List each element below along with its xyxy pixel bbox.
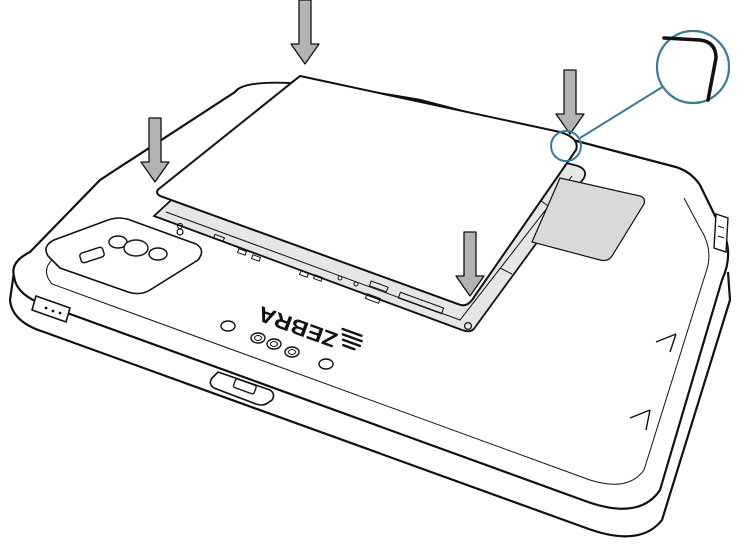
down-arrow (555, 69, 585, 135)
compartment-slot (312, 274, 324, 282)
dock-contact (284, 346, 300, 358)
pogo-connector (31, 294, 71, 324)
tablet-rim-line (46, 197, 710, 485)
compartment-slot (368, 280, 389, 293)
back-window (531, 177, 646, 262)
camera-module (45, 217, 203, 295)
camera-flash (79, 246, 105, 264)
compartment-screw (464, 322, 473, 331)
camera-lens-3 (148, 247, 168, 261)
compartment-slot (397, 291, 445, 315)
side-notch-upper (655, 333, 677, 353)
dock-contact (288, 349, 296, 355)
down-arrow (140, 117, 170, 183)
compartment-floor-line (165, 175, 573, 321)
dock-contacts (220, 320, 334, 370)
compartment-screw (353, 281, 359, 287)
compartment-slot (212, 233, 226, 243)
connector-ridges (717, 225, 725, 239)
compartment-screw (176, 222, 184, 230)
camera-sensor (176, 228, 184, 236)
dock-contact (266, 338, 282, 350)
callout-leader-line (579, 85, 665, 139)
compartment-slot (298, 270, 310, 278)
dock-contact (270, 341, 278, 347)
zebra-head-logo-icon (341, 327, 363, 351)
dock-contact (250, 332, 266, 344)
side-notch-lower (629, 409, 651, 431)
down-arrow (290, 0, 320, 65)
compartment-slot (236, 248, 248, 256)
dock-contact (220, 320, 236, 332)
dock-contact (254, 335, 262, 341)
side-connector (713, 213, 729, 253)
magnified-cover-corner (662, 36, 718, 102)
press-arrows (140, 0, 585, 297)
dock-contact (318, 358, 334, 370)
callout-source-circle (550, 130, 582, 162)
detail-callout (550, 29, 731, 162)
compartment-slot (250, 254, 262, 262)
battery-latch (209, 371, 275, 406)
compartment-slot (364, 293, 381, 304)
magnify-detail-circle-icon (655, 29, 731, 105)
compartment-screw (337, 275, 343, 281)
down-arrow (455, 231, 485, 297)
camera-plate (45, 217, 203, 295)
camera-lens-2 (123, 239, 149, 257)
